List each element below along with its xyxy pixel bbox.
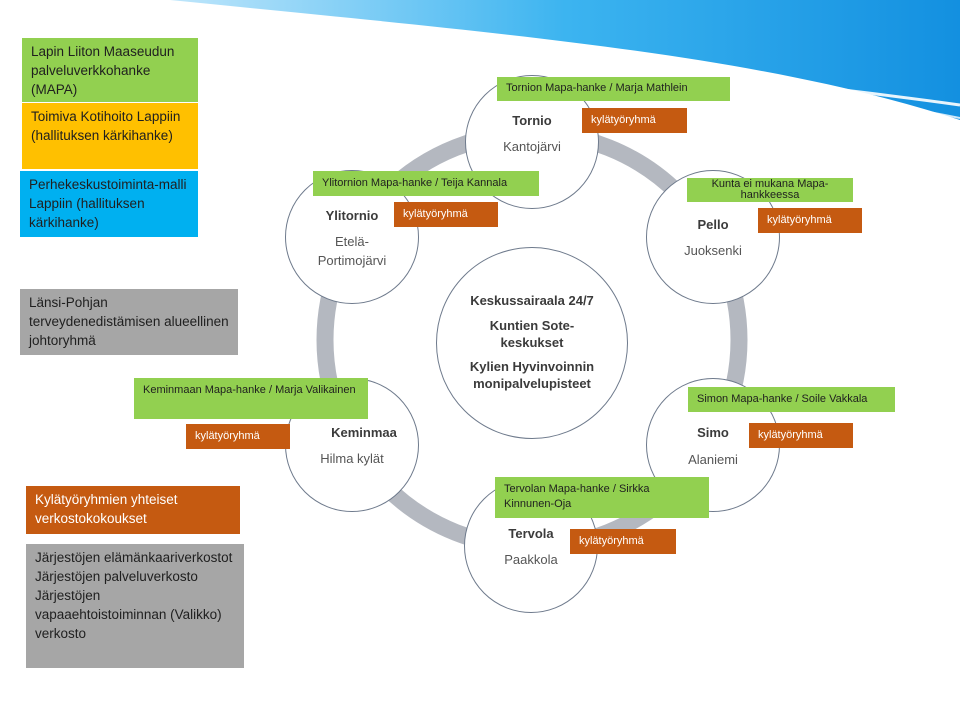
city-ylitornio-village: Etelä-Portimojärvi (317, 234, 387, 268)
legend-perhekeskus-text: Perhekeskustoiminta-malli Lappiin (halli… (29, 177, 187, 230)
legend-mapa: Lapin Liiton Maaseudun palveluverkkohank… (22, 38, 198, 102)
city-pello-village: Juoksenki (684, 243, 742, 258)
legend-kotihoito: Toimiva Kotihoito Lappiin (hallituksen k… (22, 103, 198, 169)
workgroup-pello: kylätyöryhmä (758, 208, 862, 233)
center-line1: Keskussairaala 24/7 (470, 293, 594, 308)
project-tervola-text: Tervolan Mapa-hanke / Sirkka Kinnunen-Oj… (504, 483, 650, 510)
workgroup-keminmaa: kylätyöryhmä (186, 424, 290, 449)
city-simo-name: Simo (697, 425, 729, 440)
city-simo-village: Alaniemi (688, 452, 738, 467)
project-tornio: Tornion Mapa-hanke / Marja Mathlein (497, 77, 730, 101)
project-simo-text: Simon Mapa-hanke / Soile Vakkala (697, 393, 868, 405)
center-line2: Kuntien Sote-keskukset (489, 318, 575, 350)
workgroup-ylitornio: kylätyöryhmä (394, 202, 498, 227)
legend-mapa-text: Lapin Liiton Maaseudun palveluverkkohank… (31, 44, 175, 97)
workgroup-tornio: kylätyöryhmä (582, 108, 687, 133)
project-pello-text: Kunta ei mukana Mapa-hankkeessa (711, 178, 829, 201)
project-pello: Kunta ei mukana Mapa-hankkeessa (687, 178, 853, 202)
project-ylitornio: Ylitornion Mapa-hanke / Teija Kannala (313, 171, 539, 196)
workgroup-tervola-label: kylätyöryhmä (579, 535, 644, 547)
city-tornio-village: Kantojärvi (503, 139, 561, 154)
workgroup-pello-label: kylätyöryhmä (767, 214, 832, 226)
city-ylitornio-name: Ylitornio (325, 208, 379, 223)
project-ylitornio-text: Ylitornion Mapa-hanke / Teija Kannala (322, 177, 508, 189)
city-keminmaa-village: Hilma kylät (320, 451, 384, 466)
legend-jarjestojen-line2: Järjestöjen palveluverkosto (35, 569, 198, 584)
workgroup-tornio-label: kylätyöryhmä (591, 114, 656, 126)
city-pello-name: Pello (697, 217, 729, 232)
city-tornio-name: Tornio (512, 113, 552, 128)
project-tervola: Tervolan Mapa-hanke / Sirkka Kinnunen-Oj… (495, 477, 709, 518)
legend-kotihoito-text: Toimiva Kotihoito Lappiin (hallituksen k… (31, 109, 181, 143)
project-keminmaa: Keminmaan Mapa-hanke / Marja Valikainen (134, 378, 368, 419)
workgroup-simo-label: kylätyöryhmä (758, 429, 823, 441)
legend-kylatyoryhmien-text: Kylätyöryhmien yhteiset verkostokokoukse… (35, 492, 178, 526)
center-circle: Keskussairaala 24/7 Kuntien Sote-keskuks… (436, 247, 628, 439)
legend-lansipohja: Länsi-Pohjan terveydenedistämisen alueel… (20, 289, 238, 355)
workgroup-simo: kylätyöryhmä (749, 423, 853, 448)
center-line3: Kylien Hyvinvoinnin monipalvelupisteet (469, 359, 595, 391)
city-tervola-village: Paakkola (504, 552, 558, 567)
city-tervola-name: Tervola (508, 526, 554, 541)
workgroup-tervola: kylätyöryhmä (570, 529, 676, 554)
legend-jarjestojen-line1: Järjestöjen elämänkaariverkostot (35, 550, 233, 565)
legend-jarjestojen-line3: Järjestöjen vapaaehtoistoiminnan (Valikk… (35, 588, 222, 641)
legend-perhekeskus: Perhekeskustoiminta-malli Lappiin (halli… (20, 171, 198, 237)
workgroup-keminmaa-label: kylätyöryhmä (195, 430, 260, 442)
project-keminmaa-text: Keminmaan Mapa-hanke / Marja Valikainen (143, 384, 356, 396)
legend-kylatyoryhmien: Kylätyöryhmien yhteiset verkostokokoukse… (26, 486, 240, 534)
legend-jarjestojen: Järjestöjen elämänkaariverkostot Järjest… (26, 544, 244, 668)
workgroup-ylitornio-label: kylätyöryhmä (403, 208, 468, 220)
legend-lansipohja-text: Länsi-Pohjan terveydenedistämisen alueel… (29, 295, 229, 348)
project-simo: Simon Mapa-hanke / Soile Vakkala (688, 387, 895, 412)
city-keminmaa-name: Keminmaa (331, 425, 397, 440)
project-tornio-text: Tornion Mapa-hanke / Marja Mathlein (506, 82, 688, 94)
